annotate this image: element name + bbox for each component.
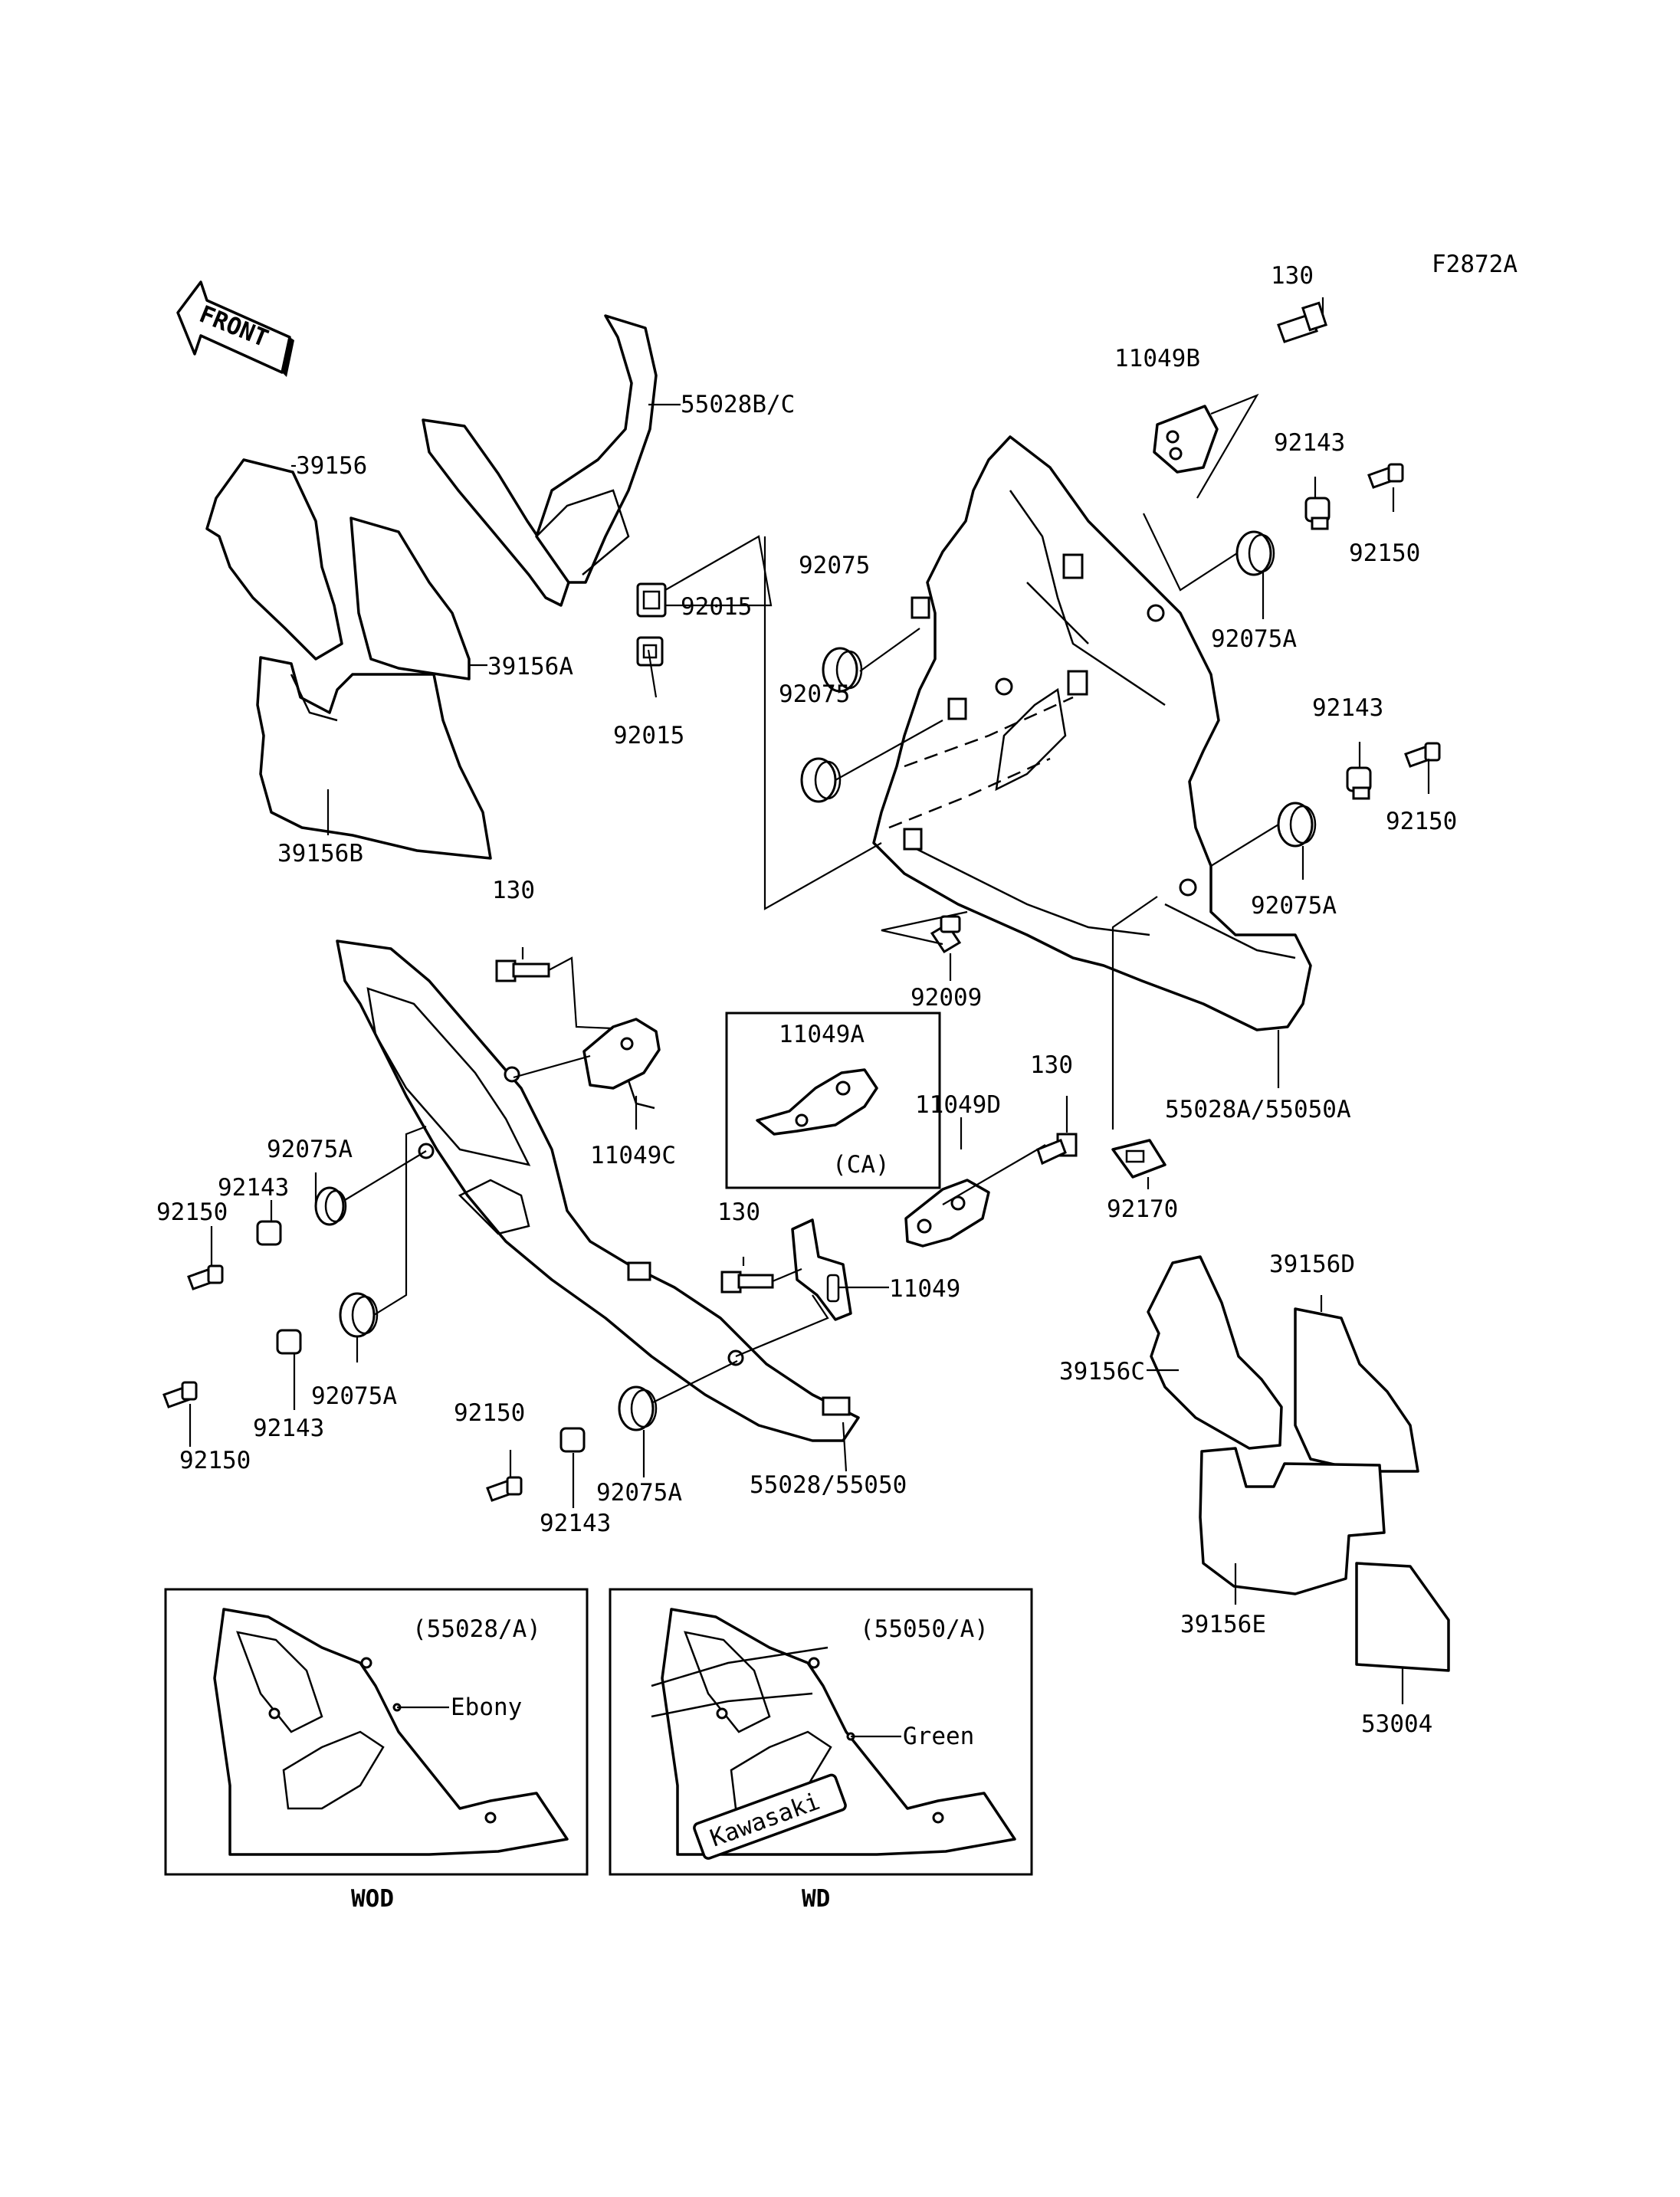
label-92015-upper: 92015 xyxy=(681,593,752,621)
collar-92143-right-upper xyxy=(1304,497,1331,530)
label-39156e: 39156E xyxy=(1180,1611,1266,1638)
figure-code: F2872A xyxy=(1432,251,1518,278)
grommet-92075a-left-upper xyxy=(314,1186,347,1226)
label-92075a-right-lower: 92075A xyxy=(1251,892,1337,920)
clip-92015-upper xyxy=(636,582,667,618)
label-39156d: 39156D xyxy=(1269,1251,1355,1278)
label-92143-right-lower: 92143 xyxy=(1312,694,1383,722)
inset-right-fairing: Kawasaki xyxy=(651,1608,1016,1860)
inner-cover-39156c xyxy=(1147,1255,1283,1450)
lower-fairing-part xyxy=(336,939,860,1442)
inset-right-code: (55050/A) xyxy=(860,1615,989,1643)
label-92143-left-lower: 92143 xyxy=(253,1415,324,1442)
label-92075a-left-upper: 92075A xyxy=(267,1136,353,1163)
inner-cover-39156e xyxy=(1199,1447,1386,1595)
label-39156a: 39156A xyxy=(487,653,573,680)
label-11049c: 11049C xyxy=(590,1142,676,1169)
bracket-11049b xyxy=(1153,405,1219,474)
bolt-92009 xyxy=(930,915,962,954)
bolt-130-top xyxy=(1277,301,1327,343)
label-55028bc: 55028B/C xyxy=(681,391,795,418)
ca-inset-box xyxy=(725,1012,941,1189)
bracket-11049a xyxy=(756,1068,878,1136)
label-ca: (CA) xyxy=(832,1151,890,1179)
leader-lines xyxy=(189,297,1430,1738)
grommet-92075a-bottom xyxy=(618,1385,658,1431)
label-92150-left-upper: 92150 xyxy=(156,1199,228,1226)
right-fairing-part xyxy=(872,435,1312,1031)
label-92150-right-upper: 92150 xyxy=(1349,539,1420,567)
label-130-right: 130 xyxy=(1030,1051,1073,1079)
clip-92170 xyxy=(1111,1139,1166,1179)
label-92150-bottom: 92150 xyxy=(454,1399,525,1427)
label-130-top: 130 xyxy=(1271,262,1314,290)
label-92075-upper: 92075 xyxy=(799,552,870,579)
grommet-92075a-right-upper xyxy=(1235,530,1275,576)
grommet-92075-upper xyxy=(822,647,863,693)
label-39156: 39156 xyxy=(296,452,367,480)
inner-cover-39156a xyxy=(349,516,471,680)
inner-cover-39156b xyxy=(256,656,492,860)
inset-left-fairing xyxy=(213,1608,569,1856)
inner-cover-39156 xyxy=(205,458,343,661)
collar-92143-left-upper xyxy=(256,1220,282,1246)
bracket-11049d xyxy=(904,1179,990,1248)
label-92143-right-upper: 92143 xyxy=(1274,429,1345,457)
label-92075a-bottom: 92075A xyxy=(596,1479,682,1507)
bolt-130-left xyxy=(495,959,550,982)
label-92075a-left-mid: 92075A xyxy=(311,1382,397,1410)
label-92075a-right-upper: 92075A xyxy=(1211,625,1297,653)
grommet-92075a-right-lower xyxy=(1277,802,1317,848)
inset-left-caption: WOD xyxy=(351,1885,394,1913)
label-11049: 11049 xyxy=(889,1275,960,1303)
inner-cover-39156d xyxy=(1294,1307,1419,1473)
label-53004: 53004 xyxy=(1361,1710,1432,1738)
grommet-92075a-left-mid xyxy=(339,1292,379,1338)
front-arrow-icon: FRONT xyxy=(176,280,294,377)
inset-left-box xyxy=(164,1588,589,1876)
label-92150-right-lower: 92150 xyxy=(1386,808,1457,835)
inset-right-box xyxy=(609,1588,1033,1876)
screw-92150-bottom xyxy=(486,1476,523,1502)
label-55028a-55050a: 55028A/55050A xyxy=(1165,1096,1351,1123)
label-92143-left-upper: 92143 xyxy=(218,1174,289,1202)
inset-left-color: Ebony xyxy=(451,1694,522,1721)
label-92170: 92170 xyxy=(1107,1195,1178,1223)
label-11049d: 11049D xyxy=(915,1091,1001,1119)
label-92143-bottom: 92143 xyxy=(540,1510,611,1537)
inset-right-color: Green xyxy=(903,1723,974,1750)
inset-right-caption: WD xyxy=(802,1885,830,1913)
collar-92143-right-lower xyxy=(1346,766,1372,800)
label-55028-55050: 55028/55050 xyxy=(750,1471,907,1499)
screw-92150-left-lower xyxy=(162,1381,198,1408)
bracket-11049c xyxy=(582,1018,661,1110)
label-130-bottom: 130 xyxy=(717,1199,760,1226)
label-130-left: 130 xyxy=(492,877,535,904)
label-11049a: 11049A xyxy=(779,1021,865,1048)
screw-92150-left-upper xyxy=(187,1264,224,1290)
grommet-92075-lower xyxy=(800,757,842,803)
label-39156b: 39156B xyxy=(277,840,363,867)
seal-53004 xyxy=(1355,1562,1450,1672)
clip-92015-lower xyxy=(636,636,664,667)
label-39156c: 39156C xyxy=(1059,1358,1145,1385)
label-92009: 92009 xyxy=(911,984,982,1012)
screw-92150-right-upper xyxy=(1367,463,1404,489)
screw-92150-right-lower xyxy=(1404,742,1441,768)
collar-92143-left-lower xyxy=(276,1329,302,1355)
inset-left-code: (55028/A) xyxy=(412,1615,541,1643)
bolt-130-bottom xyxy=(720,1271,774,1294)
label-11049b: 11049B xyxy=(1114,345,1200,372)
label-92150-left-lower: 92150 xyxy=(179,1447,251,1474)
bolt-130-right xyxy=(1036,1133,1078,1166)
collar-92143-bottom xyxy=(559,1427,586,1453)
label-92015-lower: 92015 xyxy=(613,722,684,749)
label-92075-lower: 92075 xyxy=(779,680,850,708)
upper-cowl-part xyxy=(422,314,658,607)
